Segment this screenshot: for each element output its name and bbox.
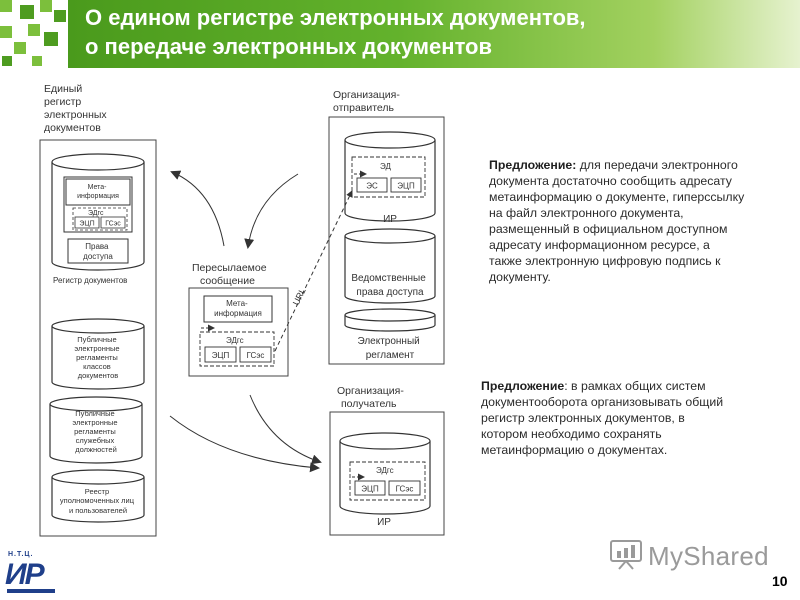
- proposal-1-line: метаинформацию о документе, гиперссылку: [489, 190, 745, 204]
- proposal-2-line: : в рамках общих систем: [564, 379, 706, 393]
- message-gs-es: ГСэс: [247, 351, 265, 360]
- receiver-gs-es: ГСэс: [396, 485, 414, 494]
- proposal-2: Предложение: в рамках общих систем докум…: [481, 378, 781, 458]
- decor-square: [0, 26, 12, 38]
- decor-square: [54, 10, 66, 22]
- sender-ed: ЭД: [380, 162, 391, 171]
- page-title: О едином регистре электронных документов…: [85, 3, 586, 61]
- title-bar: [68, 0, 800, 68]
- proposal-1: Предложение: для передачи электронного д…: [489, 157, 789, 285]
- proposal-1-line: для передачи электронного: [576, 158, 738, 172]
- page-title-line2: о передаче электронных документов: [85, 34, 493, 59]
- proposal-1-line: документу.: [489, 270, 551, 284]
- registry-access-rights: Права доступа: [83, 242, 113, 261]
- receiver-panel: Организация- получатель ЭДгс ЭЦП ГСэс ИР: [329, 385, 445, 536]
- sender-es: ЭС: [366, 182, 378, 191]
- public-classes-text: Публичные электронные регламенты классов…: [74, 335, 121, 380]
- proposal-2-line: регистр электронных документов, в: [481, 411, 685, 425]
- logo-caption: Н.Т.Ц.: [8, 551, 34, 558]
- sender-access-text: Ведомственные права доступа: [351, 273, 428, 298]
- decor-square: [0, 0, 12, 12]
- receiver-ecp: ЭЦП: [361, 485, 379, 494]
- proposal-1-label: Предложение:: [489, 158, 577, 172]
- proposal-2-line: метаинформацию о документах.: [481, 443, 668, 457]
- sender-reglament-cylinder: Электронный регламент: [344, 308, 436, 361]
- sender-ir-label: ИР: [383, 214, 397, 225]
- sender-access-cylinder: Ведомственные права доступа: [344, 228, 436, 304]
- arrow-sender-to-message: [244, 173, 299, 249]
- public-classes-cylinder: Публичные электронные регламенты классов…: [51, 318, 145, 390]
- sender-ecp: ЭЦП: [397, 182, 415, 191]
- message-metainfo: Мета- информация: [214, 299, 262, 318]
- registry-caption: Единый регистр электронных документов: [44, 83, 110, 134]
- logo: ИР: [5, 558, 45, 591]
- proposal-1-line: адресату информационном ресурсе, а: [489, 238, 710, 252]
- registry-users-text: Реестр уполномоченных лиц и пользователе…: [60, 487, 136, 515]
- decor-square: [32, 56, 42, 66]
- decor-square: [40, 0, 52, 12]
- receiver-ir-label: ИР: [377, 517, 391, 528]
- registry-users-cylinder: Реестр уполномоченных лиц и пользователе…: [51, 469, 145, 523]
- public-positions-cylinder: Публичные электронные регламенты служебн…: [49, 396, 143, 464]
- message-panel: Пересылаемое сообщение Мета- информация …: [188, 262, 289, 377]
- register-documents-label: Регистр документов: [53, 276, 127, 285]
- message-caption: Пересылаемое сообщение: [192, 262, 270, 287]
- arrow-message-to-registry: [170, 170, 225, 247]
- receiver-caption: Организация- получатель: [337, 385, 407, 410]
- decor-square: [2, 56, 12, 66]
- sender-ir-cylinder: ЭД ЭС ЭЦП ИР: [344, 131, 436, 225]
- registry-ed-gs: ЭДгс: [88, 210, 104, 217]
- public-positions-text: Публичные электронные регламенты служебн…: [72, 409, 119, 454]
- sender-caption: Организация- отправитель: [333, 89, 403, 114]
- page-number: 10: [772, 573, 788, 589]
- page-title-line1: О едином регистре электронных документов…: [85, 5, 586, 30]
- proposal-1-line: документа достаточно сообщить адресату: [489, 174, 732, 188]
- proposal-2-line: документооборота организовывать общий: [481, 395, 724, 409]
- decor-square: [28, 24, 40, 36]
- url-label: URL: [291, 286, 308, 307]
- logo-underline: [7, 589, 55, 593]
- sender-reglament-text: Электронный регламент: [357, 336, 422, 361]
- decor-square: [44, 32, 58, 46]
- message-ed-gs: ЭДгс: [226, 336, 244, 345]
- receiver-ed-gs: ЭДгс: [376, 466, 394, 475]
- register-documents-cylinder: Мета- информация ЭДгс ЭЦП ГСэс Права дос…: [51, 153, 145, 271]
- arrow-message-to-receiver: [249, 394, 322, 465]
- watermark-icon: [610, 540, 642, 570]
- decor-square: [14, 42, 26, 54]
- registry-metainfo: Мета- информация: [77, 184, 119, 200]
- proposal-2-line: котором необходимо сохранять: [481, 427, 662, 441]
- proposal-1-line: также электронную цифровую подпись к: [489, 254, 721, 268]
- proposal-1-line: на файл электронного документа,: [489, 206, 684, 220]
- message-ecp: ЭЦП: [212, 351, 230, 360]
- proposal-1-line: размещенный в официальном доступном: [489, 222, 728, 236]
- registry-ecp: ЭЦП: [79, 221, 94, 228]
- sender-panel: Организация- отправитель ЭД ЭС ЭЦП ИР Ве…: [328, 89, 445, 365]
- url-link-line: [274, 190, 353, 352]
- registry-panel: Единый регистр электронных документов Ме…: [39, 83, 157, 537]
- watermark-text: MyShared: [648, 541, 769, 571]
- decor-square: [20, 5, 34, 19]
- registry-gs-es: ГСэс: [105, 221, 121, 228]
- proposal-2-label: Предложение: [481, 379, 565, 393]
- arrow-registry-to-receiver: [169, 415, 320, 473]
